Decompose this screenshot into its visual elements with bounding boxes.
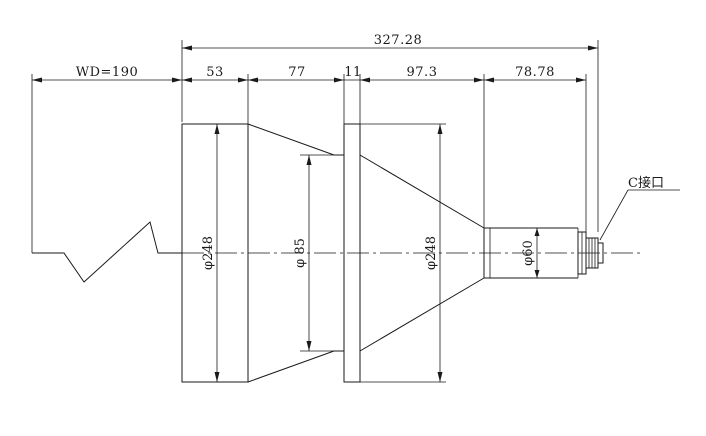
segment-2-label: 77 [288,65,306,80]
segment-dimensions: WD=190 53 77 11 97.3 78.78 [31,65,587,253]
diameter-neck-label: φ 85 [293,238,308,268]
diameter-barrel-label: φ60 [521,240,536,266]
diameter-flange-label: φ248 [424,236,439,270]
c-mount-callout: C接口 [599,175,680,241]
segment-5-label: 78.78 [515,65,555,80]
overall-length-label: 327.28 [374,33,423,48]
diameter-front-dimension: φ248 [201,124,220,382]
working-distance-break-line [32,221,182,283]
diameter-neck-dimension: φ 85 [293,154,334,352]
diameter-barrel-dimension: φ60 [521,228,540,278]
diameter-front-label: φ248 [201,236,216,270]
diameter-flange-dimension: φ248 [360,123,446,383]
overall-length-dimension: 327.28 [181,33,599,232]
lens-body [181,123,604,383]
c-mount-label: C接口 [628,175,664,191]
segment-1-label: 53 [206,65,224,80]
working-distance-label: WD=190 [76,65,139,80]
segment-3-label: 11 [344,65,362,80]
segment-4-label: 97.3 [407,65,438,80]
